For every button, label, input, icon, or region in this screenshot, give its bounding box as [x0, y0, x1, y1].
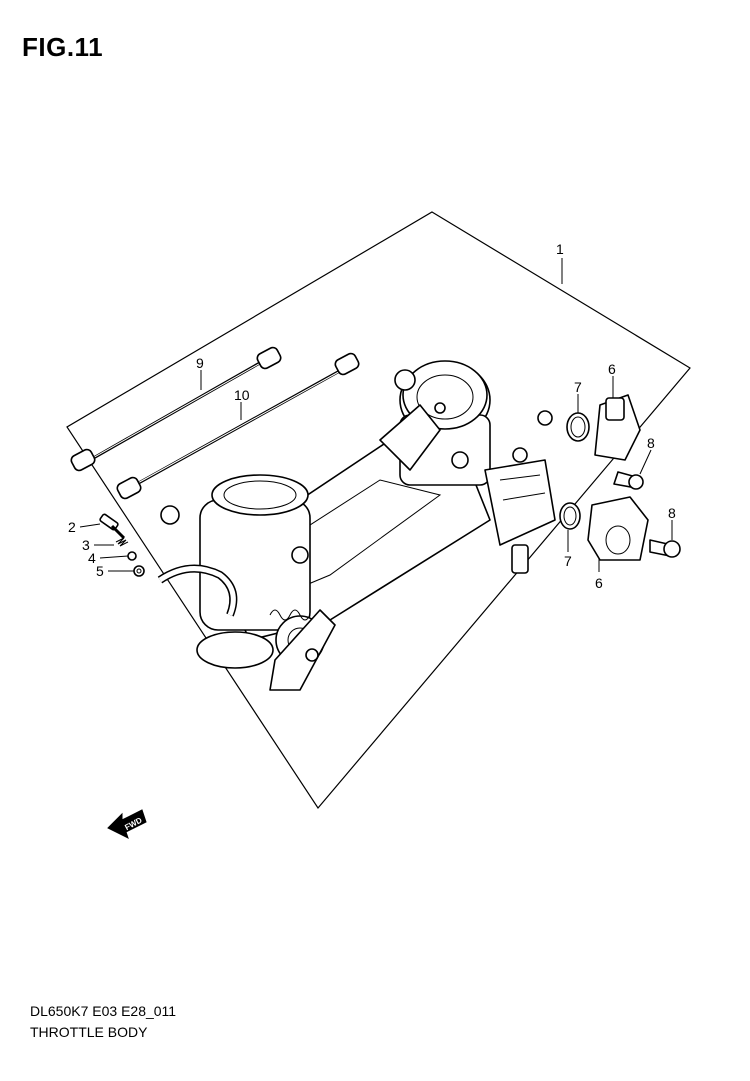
idle-screw-set — [99, 513, 145, 577]
fwd-arrow-icon: FWD — [107, 809, 147, 839]
callout-9: 9 — [196, 355, 204, 371]
callout-10: 10 — [234, 387, 250, 403]
callout-6-lower: 6 — [595, 575, 603, 591]
callout-labels: 1 2 3 4 5 6 6 7 7 8 8 9 10 — [68, 241, 676, 591]
callout-8-lower: 8 — [668, 505, 676, 521]
callout-1: 1 — [556, 241, 564, 257]
throttle-body-assembly — [157, 360, 556, 691]
assembly-boundary — [66, 211, 691, 809]
diagram-code: DL650K7 E03 E28_011 — [30, 1003, 177, 1019]
callout-6-upper: 6 — [608, 361, 616, 377]
callout-3: 3 — [82, 537, 90, 553]
callout-7-upper: 7 — [574, 379, 582, 395]
leader-lines — [79, 258, 673, 572]
callout-8-upper: 8 — [647, 435, 655, 451]
callout-5: 5 — [96, 563, 104, 579]
linkage-rod-9 — [70, 346, 282, 472]
diagram-caption: THROTTLE BODY — [30, 1024, 148, 1040]
callout-2: 2 — [68, 519, 76, 535]
callout-7-lower: 7 — [564, 553, 572, 569]
sensor-lower — [559, 496, 681, 561]
sensor-upper — [566, 394, 644, 490]
callout-4: 4 — [88, 550, 96, 566]
linkage-rod-10 — [116, 352, 360, 500]
figure-title: FIG.11 — [22, 32, 104, 62]
